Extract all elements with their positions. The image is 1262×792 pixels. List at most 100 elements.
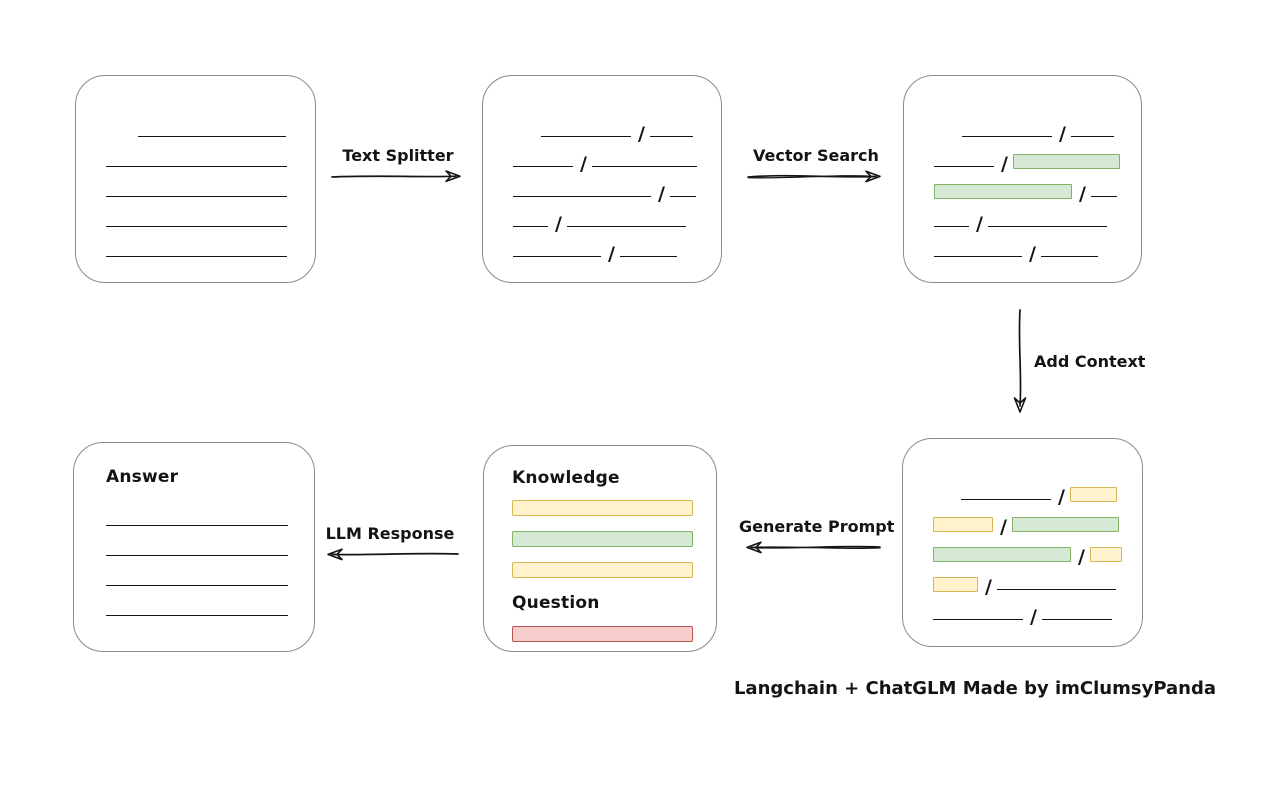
segment-row: / — [934, 172, 1141, 205]
line-segment — [106, 256, 287, 257]
line-segment — [513, 196, 651, 197]
line-segment — [106, 525, 288, 526]
yellow-bar — [512, 500, 693, 516]
slash-mark: / — [1058, 486, 1065, 508]
segment-row — [106, 172, 315, 202]
segment-row: / — [934, 232, 1141, 265]
chunk-lines: / / / / / — [513, 112, 721, 265]
slash-mark: / — [1079, 183, 1086, 205]
segment-row: / — [933, 505, 1142, 537]
line-segment — [106, 226, 287, 227]
indent-gap — [934, 141, 962, 142]
indent-gap — [933, 504, 961, 505]
highlight-yellow — [1069, 487, 1117, 502]
line-segment — [933, 619, 1023, 620]
matched-chunk-lines: / / / / / — [934, 112, 1141, 265]
green-bar — [512, 531, 693, 547]
line-segment — [961, 499, 1051, 500]
line-segment — [1090, 196, 1117, 197]
slash-mark: / — [608, 243, 615, 265]
knowledge-label: Knowledge — [512, 468, 620, 488]
segment-row — [106, 232, 315, 262]
slash-mark: / — [1059, 123, 1066, 145]
highlight-green — [934, 184, 1072, 199]
text-splitter-label: Text Splitter — [342, 146, 454, 165]
slash-mark: / — [1029, 243, 1036, 265]
generate-prompt-arrow-group: Generate Prompt — [739, 517, 894, 555]
line-segment — [138, 136, 286, 137]
line-segment — [669, 196, 696, 197]
line-segment — [649, 136, 693, 137]
segment-row — [106, 591, 314, 621]
right-arrow-icon — [331, 170, 461, 183]
down-arrow-icon — [1013, 309, 1027, 413]
line-segment — [541, 136, 631, 137]
segment-row: / — [934, 112, 1141, 145]
line-segment — [1040, 256, 1098, 257]
slash-mark: / — [555, 213, 562, 235]
answer-lines — [106, 501, 314, 621]
llm-response-label: LLM Response — [325, 524, 455, 543]
line-segment — [106, 196, 287, 197]
knowledge-bars — [512, 500, 716, 578]
segment-row — [106, 531, 314, 561]
indent-gap — [106, 141, 138, 142]
matched-chunks-box: / / / / / — [903, 75, 1142, 283]
line-segment — [996, 589, 1116, 590]
highlight-yellow — [1089, 547, 1122, 562]
segment-row: / — [934, 142, 1141, 175]
credit-text: Langchain + ChatGLM Made by imClumsyPand… — [733, 678, 1217, 699]
slash-mark: / — [638, 123, 645, 145]
indent-gap — [513, 141, 541, 142]
line-segment — [934, 226, 969, 227]
segment-row: / — [513, 232, 721, 265]
slash-mark: / — [985, 576, 992, 598]
segment-row: / — [933, 475, 1142, 508]
context-lines: ///// — [933, 475, 1142, 628]
segment-row — [106, 112, 315, 142]
document-lines — [106, 112, 315, 262]
highlight-green — [1012, 154, 1120, 169]
segment-row — [106, 202, 315, 232]
segment-row: / — [513, 142, 721, 175]
question-label: Question — [512, 593, 600, 613]
slash-mark: / — [580, 153, 587, 175]
segment-row: / — [933, 565, 1142, 598]
line-segment — [106, 166, 287, 167]
line-segment — [566, 226, 686, 227]
question-bars — [512, 626, 716, 642]
slash-mark: / — [1001, 153, 1008, 175]
line-segment — [619, 256, 677, 257]
vector-search-arrow-group: Vector Search — [746, 146, 886, 184]
answer-label: Answer — [106, 467, 179, 487]
slash-mark: / — [976, 213, 983, 235]
prompt-box: Knowledge Question — [483, 445, 717, 652]
segment-row: / — [513, 172, 721, 205]
add-context-label: Add Context — [1034, 352, 1146, 371]
right-arrow-icon — [747, 170, 881, 183]
highlight-green — [1011, 517, 1119, 532]
line-segment — [987, 226, 1107, 227]
segment-row: / — [933, 535, 1142, 567]
line-segment — [513, 226, 548, 227]
slash-mark: / — [1030, 606, 1037, 628]
slash-mark: / — [658, 183, 665, 205]
line-segment — [962, 136, 1052, 137]
context-box: ///// — [902, 438, 1143, 647]
line-segment — [106, 555, 288, 556]
segment-row — [106, 561, 314, 591]
yellow-bar — [512, 562, 693, 578]
line-segment — [106, 585, 288, 586]
highlight-yellow — [933, 577, 978, 592]
line-segment — [934, 256, 1022, 257]
line-segment — [1070, 136, 1114, 137]
segment-row: / — [933, 595, 1142, 628]
line-segment — [513, 256, 601, 257]
line-segment — [513, 166, 573, 167]
text-splitter-arrow-group: Text Splitter — [330, 146, 466, 184]
segment-row: / — [513, 112, 721, 145]
document-box — [75, 75, 316, 283]
left-arrow-icon — [327, 548, 459, 561]
answer-box: Answer — [73, 442, 315, 652]
